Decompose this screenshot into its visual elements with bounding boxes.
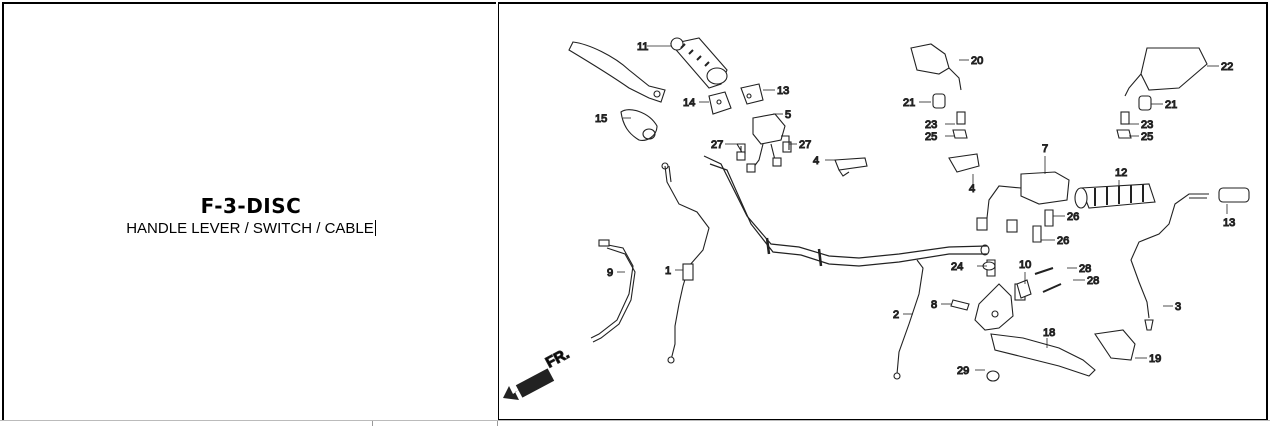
callout-21-right: 21 — [1165, 99, 1177, 111]
callout-26-upper: 26 — [1067, 211, 1079, 223]
callout-13: 13 — [777, 85, 789, 97]
front-direction-label: FR. — [543, 345, 572, 371]
right-grip-part — [1074, 183, 1156, 209]
exploded-parts-diagram: FR. — [498, 2, 1268, 420]
callout-13-right: 13 — [1223, 217, 1235, 229]
section-info-panel: F-3-DISC HANDLE LEVER / SWITCH / CABLE — [2, 2, 496, 420]
section-code: F-3-DISC — [200, 194, 302, 218]
callout-24: 24 — [951, 261, 963, 273]
callout-14: 14 — [683, 97, 695, 109]
callout-28-lower: 28 — [1087, 275, 1099, 287]
section-name[interactable]: HANDLE LEVER / SWITCH / CABLE — [126, 220, 376, 237]
callout-11: 11 — [637, 41, 648, 53]
table-bottom-rule — [0, 420, 1270, 427]
clutch-cable-part — [661, 162, 710, 364]
callout-22: 22 — [1221, 61, 1233, 73]
callout-5: 5 — [785, 109, 791, 121]
left-switch-part — [736, 113, 792, 173]
throttle-cable-part — [1130, 187, 1250, 331]
brake-switch-cable-part — [893, 259, 970, 380]
callout-19: 19 — [1149, 353, 1161, 365]
callout-7: 7 — [1042, 143, 1048, 155]
switch-clamp-part — [708, 83, 764, 115]
table-cell-divider — [497, 421, 498, 426]
callout-2: 2 — [893, 309, 899, 321]
screws-part — [982, 261, 1062, 299]
brake-lever-part — [986, 333, 1096, 382]
callout-25-left: 25 — [925, 131, 937, 143]
callout-27-right: 27 — [799, 139, 811, 151]
callout-23-right: 23 — [1141, 119, 1153, 131]
callout-20: 20 — [971, 55, 983, 67]
callout-12: 12 — [1115, 167, 1127, 179]
callout-4-right: 4 — [969, 183, 975, 195]
callout-28-upper: 28 — [1079, 263, 1091, 275]
callout-labels: 11 13 14 5 15 27 27 4 20 21 23 25 22 21 … — [594, 40, 1235, 377]
callout-1: 1 — [665, 265, 671, 277]
text-cursor — [374, 220, 376, 236]
right-mirror-part — [1116, 47, 1208, 139]
lever-cover-part — [620, 109, 658, 141]
left-mirror-part — [910, 43, 968, 139]
callout-21-left: 21 — [903, 97, 915, 109]
callout-8: 8 — [931, 299, 937, 311]
callout-23-left: 23 — [925, 119, 937, 131]
left-grip-part — [669, 37, 728, 89]
clutch-lever-part — [568, 41, 666, 103]
front-direction-arrow: FR. — [503, 345, 573, 400]
callout-25-right: 25 — [1141, 131, 1153, 143]
bolts-part — [737, 135, 1054, 243]
leader-lines — [617, 45, 1228, 371]
right-switch-part — [948, 153, 1070, 233]
callout-10: 10 — [1019, 259, 1031, 271]
lever-guard-part — [1094, 329, 1136, 361]
callout-26-lower: 26 — [1057, 235, 1069, 247]
callout-3: 3 — [1175, 301, 1181, 313]
callout-18: 18 — [1043, 327, 1055, 339]
callout-29: 29 — [957, 365, 969, 377]
section-title-block: F-3-DISC HANDLE LEVER / SWITCH / CABLE — [4, 194, 498, 238]
parts-diagram-svg: FR. — [503, 37, 1250, 400]
handlebar-part — [703, 155, 990, 267]
callout-15: 15 — [595, 113, 607, 125]
brake-master-part — [974, 259, 1026, 331]
wire-harness-part — [590, 239, 636, 343]
callout-9: 9 — [607, 267, 613, 279]
callout-4-left: 4 — [813, 155, 819, 167]
callout-27-left: 27 — [711, 139, 723, 151]
section-name-text: HANDLE LEVER / SWITCH / CABLE — [126, 220, 374, 237]
holder-bracket-part — [834, 157, 868, 177]
table-cell-divider — [372, 421, 373, 426]
